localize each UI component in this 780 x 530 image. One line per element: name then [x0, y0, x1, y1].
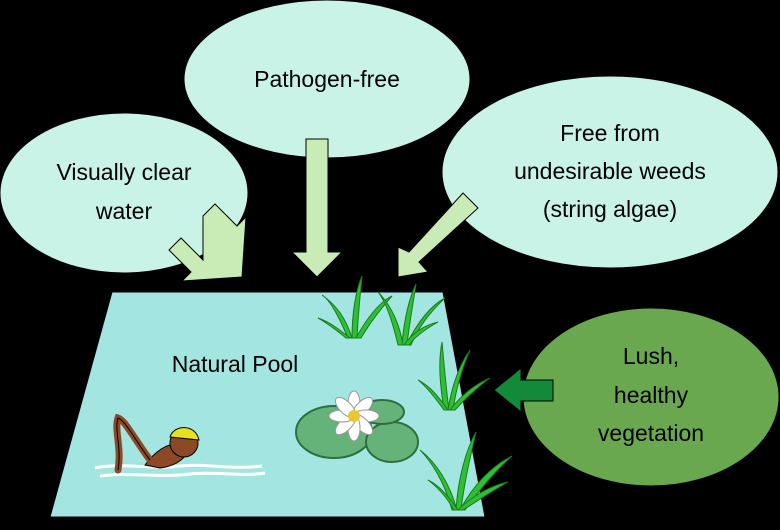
grass-icon [317, 275, 513, 511]
bubble-vegetation-line2: healthy [614, 382, 689, 408]
bubble-visual-line2: water [95, 198, 153, 224]
pool-label: Natural Pool [172, 351, 299, 377]
bubble-vegetation-line3: vegetation [598, 420, 704, 446]
arrow-weeds-to-pool [397, 192, 479, 278]
arrow-vegetation-to-pool [493, 366, 554, 414]
bubble-weeds-line3: (string algae) [543, 196, 677, 222]
arrow-pathogen-to-pool [290, 138, 344, 278]
swimmer-icon [94, 413, 266, 478]
bubble-weeds-line2: undesirable weeds [514, 158, 706, 184]
bubble-pathogen-line1: Pathogen-free [254, 66, 400, 92]
bubble-visually-clear-water: Visually clear water [0, 112, 249, 274]
bubble-weeds-line1: Free from [560, 120, 660, 146]
arrow-visual-to-pool [168, 203, 247, 282]
bubble-vegetation-line1: Lush, [623, 343, 679, 369]
bubble-visual-line1: Visually clear [56, 159, 191, 185]
water-lily-icon [295, 390, 419, 463]
bubble-lush-vegetation: Lush, healthy vegetation [522, 307, 780, 487]
bubble-free-from-weeds: Free from undesirable weeds (string alga… [441, 75, 779, 269]
bubble-pathogen-free: Pathogen-free [183, 0, 471, 159]
